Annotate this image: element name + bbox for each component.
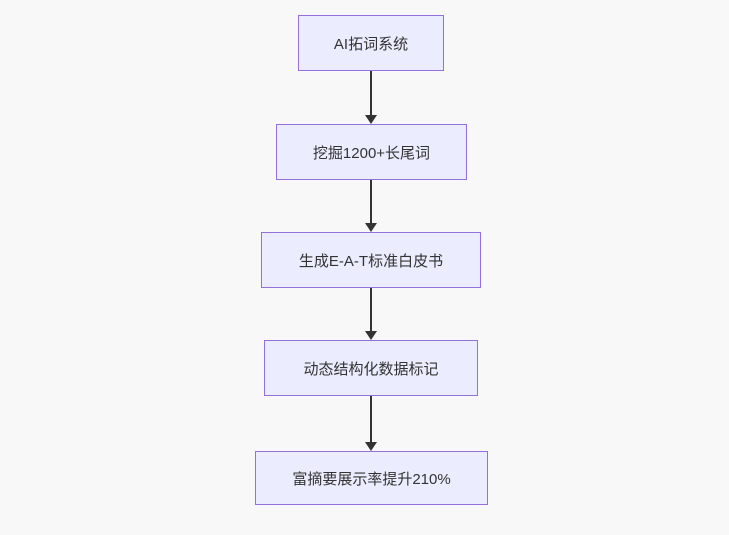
arrow-down-icon	[365, 223, 377, 232]
flow-node-label: 动态结构化数据标记	[303, 360, 439, 378]
flow-node-ai-expansion-system: AI拓词系统	[298, 15, 444, 71]
flow-node-label: AI拓词系统	[333, 35, 409, 53]
flow-edge-1-line	[370, 71, 372, 115]
flow-node-structured-data-markup: 动态结构化数据标记	[264, 340, 478, 396]
arrow-down-icon	[365, 331, 377, 340]
flow-node-label: 挖掘1200+长尾词	[312, 144, 431, 162]
flow-node-eat-whitepaper: 生成E-A-T标准白皮书	[261, 232, 481, 288]
flow-node-rich-snippet-rate: 富摘要展示率提升210%	[255, 451, 488, 505]
flow-edge-4-line	[370, 396, 372, 442]
flow-edge-3-line	[370, 288, 372, 331]
flow-node-longtail-mining: 挖掘1200+长尾词	[276, 124, 467, 180]
arrow-down-icon	[365, 442, 377, 451]
flow-node-label: 生成E-A-T标准白皮书	[298, 252, 444, 270]
flow-edge-2-line	[370, 180, 372, 223]
flow-node-label: 富摘要展示率提升210%	[292, 470, 451, 488]
arrow-down-icon	[365, 115, 377, 124]
